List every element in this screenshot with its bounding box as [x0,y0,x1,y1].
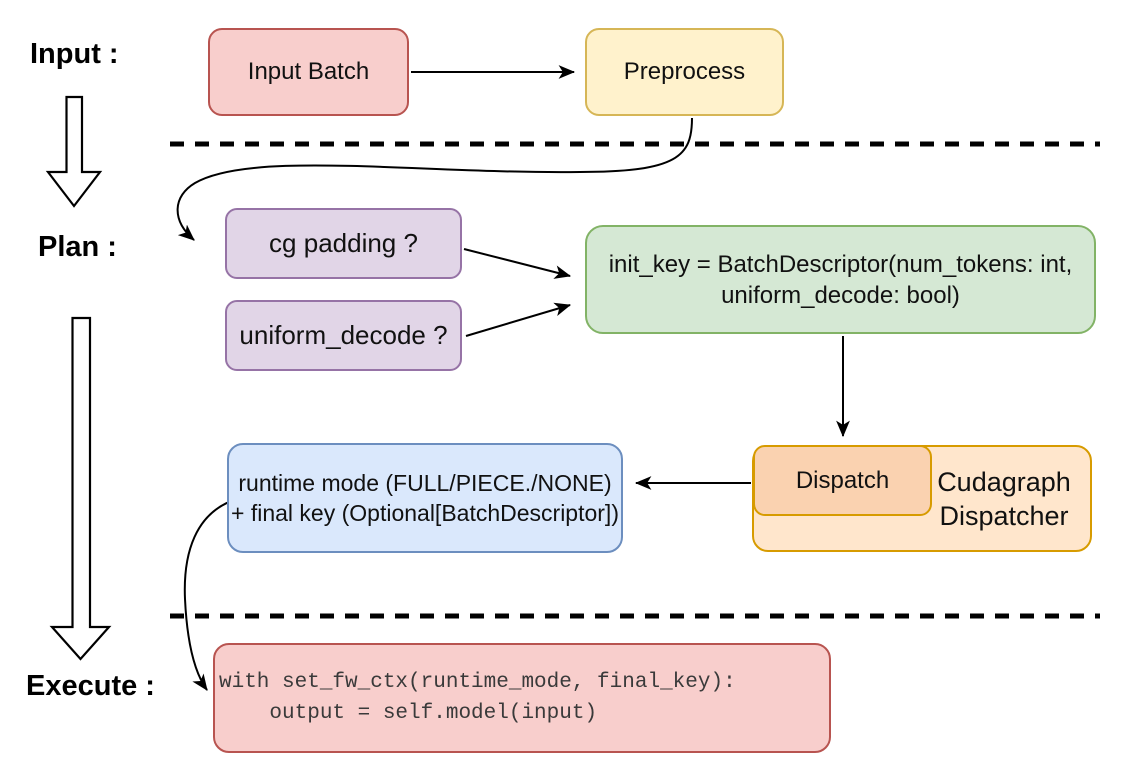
node-cg-padding: cg padding ? [225,208,462,279]
node-label: Cudagraph Dispatcher [918,465,1090,533]
node-label-line: Dispatcher [939,500,1069,531]
node-label-line: runtime mode (FULL/PIECE./NONE) [238,470,612,496]
curve-runtime-mode-to-execute-code [183,498,238,691]
node-label-line: init_key = BatchDescriptor(num_tokens: i… [608,250,1073,278]
plan-to-execute-hollow-arrow [49,316,112,661]
node-preprocess: Preprocess [585,28,784,116]
stage-label-plan: Plan : [38,231,117,263]
node-init-key: init_key = BatchDescriptor(num_tokens: i… [585,225,1096,334]
node-label-line: + final key (Optional[BatchDescriptor]) [231,500,619,526]
curve-preprocess-to-cg-padding [176,117,693,241]
node-label: uniform_decode ? [239,320,448,350]
node-uniform-decode: uniform_decode ? [225,300,462,371]
arrow-uniform-decode-to-init-key [465,302,572,337]
stage-label-input: Input : [30,38,119,70]
node-label: cg padding ? [269,228,418,258]
node-label: Input Batch [247,58,370,85]
node-label: Dispatch [795,466,890,494]
node-dispatch: Dispatch [753,445,932,516]
node-label-line: uniform_decode: bool) [721,281,960,309]
node-input-batch: Input Batch [208,28,409,116]
code-line: output = self.model(input) [219,702,598,725]
arrow-cg-padding-to-init-key [463,248,572,279]
stage-label-execute: Execute : [26,670,155,702]
code-line: with set_fw_ctx(runtime_mode, final_key)… [219,671,736,694]
node-runtime-mode: runtime mode (FULL/PIECE./NONE) + final … [227,443,623,553]
input-to-plan-hollow-arrow [45,95,103,208]
node-label: Preprocess [623,58,746,85]
node-label-line: Cudagraph [937,466,1071,497]
node-execute-code: with set_fw_ctx(runtime_mode, final_key)… [213,643,831,753]
